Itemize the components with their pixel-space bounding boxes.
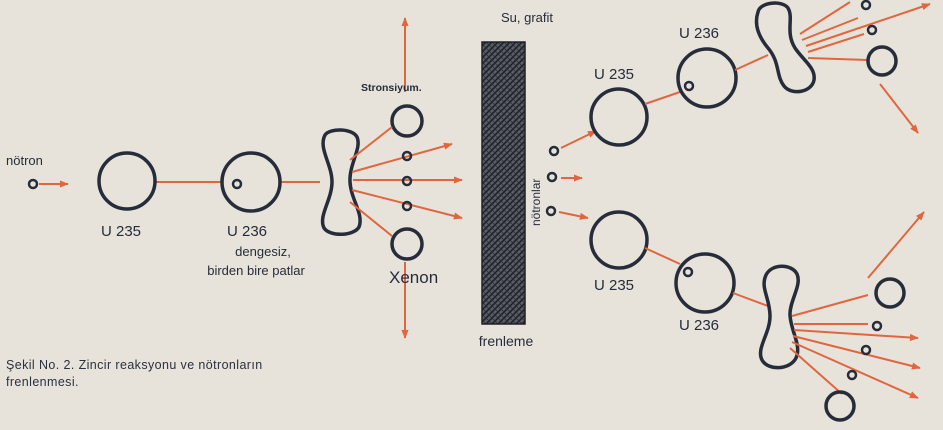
u235-label-upper: U 235 xyxy=(594,66,634,83)
u236-label-upper: U 236 xyxy=(679,25,719,42)
splitting-nucleus-lower xyxy=(761,266,799,367)
neutrons-vertical-label: nötronlar xyxy=(529,179,543,226)
braking-label: frenleme xyxy=(479,333,534,349)
u235-nucleus-lower xyxy=(591,212,647,268)
u236-nucleus xyxy=(222,153,280,211)
released-neutrons-lower xyxy=(826,279,904,420)
neutron-label: nötron xyxy=(6,153,43,168)
slowed-neutrons xyxy=(547,131,596,218)
fission-rays xyxy=(350,127,462,236)
splitting-nucleus-upper xyxy=(756,3,814,92)
unstable-label-line1: dengesiz, xyxy=(235,244,291,259)
link-lower-2 xyxy=(733,293,768,306)
xenon-fragment xyxy=(392,229,422,259)
incoming-neutron xyxy=(29,180,68,188)
u235-nucleus-upper xyxy=(591,89,647,145)
u236-nucleus-upper xyxy=(678,49,736,107)
strontium-label: Stronsiyum. xyxy=(361,82,422,94)
xenon-label: Xenon xyxy=(389,268,438,287)
splitting-nucleus xyxy=(323,130,361,234)
u236-label-lower: U 236 xyxy=(679,317,719,334)
link-lower-1 xyxy=(645,248,680,264)
unstable-label-line2: birden bire patlar xyxy=(207,263,305,278)
u236-nucleus-lower xyxy=(676,254,734,312)
released-neutrons-upper xyxy=(862,1,896,75)
caption-line-2: frenlenmesi. xyxy=(6,374,396,391)
u235-label-lower: U 235 xyxy=(594,277,634,294)
moderator-wall xyxy=(482,42,525,324)
link-upper-2 xyxy=(735,55,768,70)
moderator-label: Su, grafit xyxy=(501,10,553,25)
figure-caption: Şekil No. 2. Zincir reaksyonu ve nötronl… xyxy=(6,357,396,391)
link-upper-1 xyxy=(645,92,680,104)
u236-label: U 236 xyxy=(227,223,267,240)
u235-nucleus xyxy=(99,153,155,209)
u235-label: U 235 xyxy=(101,223,141,240)
caption-line-1: Şekil No. 2. Zincir reaksyonu ve nötronl… xyxy=(6,357,396,374)
fission-rays-lower xyxy=(790,212,924,398)
fission-rays-upper xyxy=(800,2,930,133)
strontium-fragment xyxy=(392,106,422,136)
